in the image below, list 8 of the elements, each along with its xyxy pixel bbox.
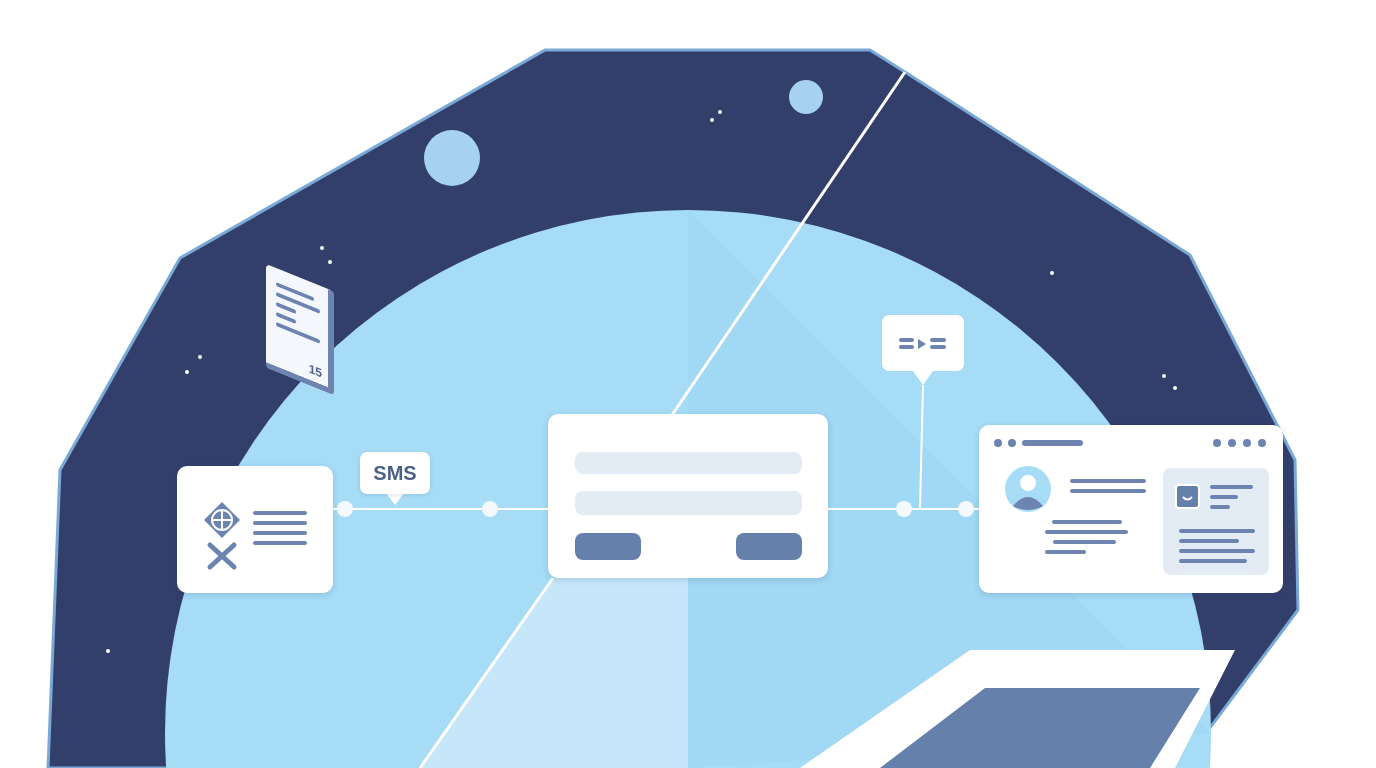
connector-line (827, 508, 980, 510)
connector-line (332, 508, 549, 510)
date-number: 15 (308, 361, 322, 381)
connector-line (919, 384, 924, 510)
ui-card (979, 425, 1283, 593)
callout-label: SMS (360, 452, 430, 494)
ui-card (548, 414, 828, 578)
ui-card (177, 466, 333, 593)
